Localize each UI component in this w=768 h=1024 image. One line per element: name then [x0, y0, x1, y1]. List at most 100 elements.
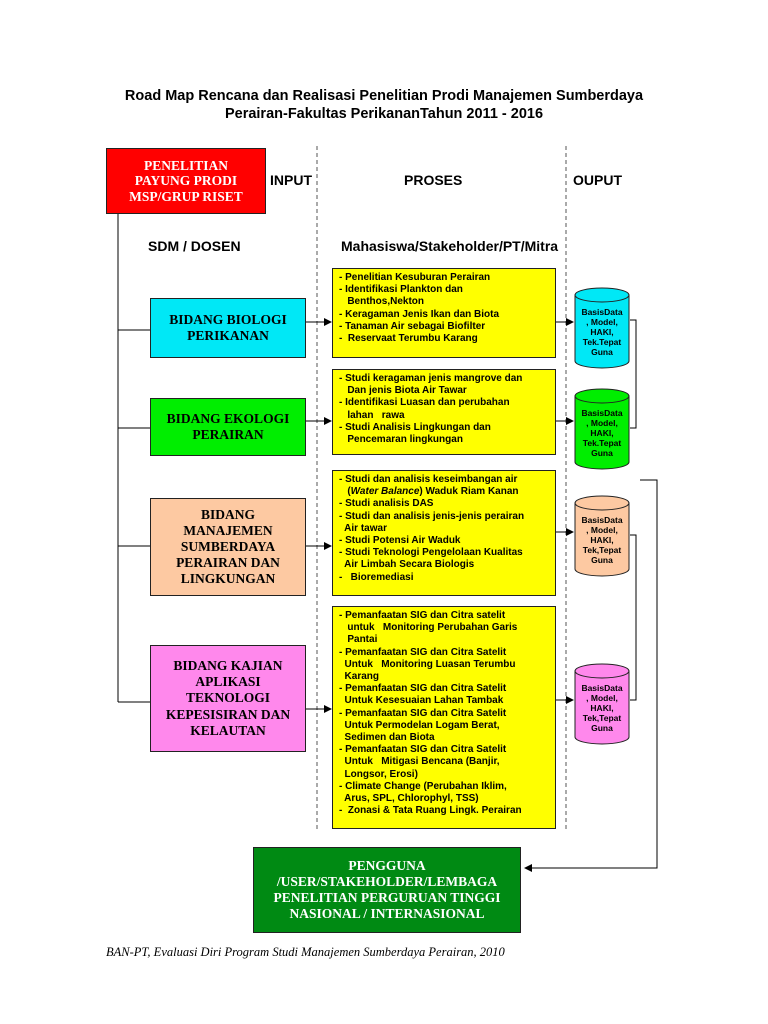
output-label-line: HAKI,: [590, 535, 614, 545]
text-line: - Keragaman Jenis Ikan dan Biota: [339, 308, 500, 320]
text-line: LINGKUNGAN: [180, 571, 276, 587]
database-cylinder-icon: [574, 495, 630, 577]
text-line: - Climate Change (Perubahan Iklim,: [339, 780, 507, 792]
diagram-title-line-2: Perairan-Fakultas PerikananTahun 2011 - …: [224, 106, 544, 122]
text-line: Pencemaran lingkungan: [339, 434, 463, 446]
text-line: TEKNOLOGI: [185, 690, 271, 706]
text-line: Untuk Monitoring Luasan Terumbu: [339, 658, 516, 670]
output-label-line: , Model,: [586, 418, 618, 428]
output-link-3: [524, 479, 658, 872]
text-line: NASIONAL / INTERNASIONAL: [289, 906, 485, 922]
output-label-line: BasisData: [581, 307, 623, 317]
output-label-line: HAKI,: [590, 703, 614, 713]
payung-prodi-box: PENELITIAN PAYUNG PRODI MSP/GRUP RISET: [106, 148, 266, 214]
text-line: Arus, SPL, Chlorophyl, TSS): [339, 793, 479, 805]
output-link-2: [630, 534, 637, 701]
text-line: BIDANG EKOLOGI: [166, 410, 290, 426]
text-line: - Studi analisis DAS: [339, 498, 434, 510]
text-line: PERAIRAN DAN: [176, 555, 280, 571]
database-cylinder-icon: [574, 663, 630, 745]
text-line: lahan rawa: [339, 409, 405, 421]
proses-box-biologi: - Penelitian Kesuburan Perairan- Identif…: [332, 268, 556, 358]
text-line: Untuk Kesesuaian Lahan Tambak: [339, 695, 504, 707]
text-line: Longsor, Erosi): [339, 768, 418, 780]
text-line: - Pemanfaatan SIG dan Citra Satelit: [339, 744, 507, 756]
text-line: Air Limbah Secara Biologis: [339, 559, 475, 571]
output-label-line: Tek,Tepat: [582, 713, 622, 723]
output-label-line: Guna: [591, 347, 613, 357]
text-line: /USER/STAKEHOLDER/LEMBAGA: [276, 873, 498, 889]
text-line: Benthos,Nekton: [339, 296, 425, 308]
output-label-line: BasisData: [581, 408, 623, 418]
text-line: - Bioremediasi: [339, 571, 414, 583]
text-line: Untuk Mitigasi Bencana (Banjir,: [339, 756, 500, 768]
output-label-line: , Model,: [586, 693, 618, 703]
text-line: Air tawar: [339, 522, 387, 534]
text-line: SUMBERDAYA: [180, 538, 276, 554]
output-label-line: Guna: [591, 448, 613, 458]
header-sdm-dosen: SDM / DOSEN: [148, 238, 241, 254]
text-line: - Tanaman Air sebagai Biofilter: [339, 320, 486, 332]
diagram-title-line-1: Road Map Rencana dan Realisasi Penelitia…: [124, 88, 644, 104]
proses-box-ekologi: - Studi keragaman jenis mangrove dan Dan…: [332, 369, 556, 455]
text-line: Sedimen dan Biota: [339, 732, 435, 744]
text-line: Untuk Permodelan Logam Berat,: [339, 719, 500, 731]
text-line: - Studi Analisis Lingkungan dan: [339, 421, 491, 433]
header-proses: PROSES: [404, 172, 463, 188]
text-line: - Pemanfaatan SIG dan Citra Satelit: [339, 683, 507, 695]
text-line: untuk Monitoring Perubahan Garis: [339, 622, 518, 634]
output-label-line: Guna: [591, 723, 613, 733]
text-line: PENGGUNA: [348, 857, 426, 873]
payung-line-2: PAYUNG PRODI: [134, 173, 238, 189]
text-line: - Studi dan analisis keseimbangan air: [339, 474, 518, 485]
proses-box-manajemen: - Studi dan analisis keseimbangan air (W…: [332, 470, 556, 596]
text-line: PENELITIAN PERGURUAN TINGGI: [273, 890, 501, 905]
text-line: - Studi Potensi Air Waduk: [339, 535, 461, 547]
text-line: - Pemanfaatan SIG dan Citra Satelit: [339, 707, 507, 719]
output-label-line: Tek.Tepat: [582, 337, 622, 347]
output-label-line: BasisData: [581, 515, 623, 525]
text-line: - Identifikasi Plankton dan: [339, 284, 463, 296]
output-label-line: , Model,: [586, 525, 618, 535]
output-link-1: [630, 319, 637, 429]
text-line: KELAUTAN: [190, 722, 266, 738]
proses-box-kajian: - Pemanfaatan SIG dan Citra satelit untu…: [332, 606, 556, 829]
text-line: BIDANG: [200, 506, 255, 522]
text-line: (Water Balance) Waduk Riam Kanan: [339, 486, 519, 498]
text-line: - Pemanfaatan SIG dan Citra satelit: [339, 610, 506, 621]
text-line: PERAIRAN: [192, 427, 264, 442]
output-label-line: Guna: [591, 555, 613, 565]
text-line: - Studi keragaman jenis mangrove dan: [339, 373, 523, 384]
text-line: Karang: [339, 671, 380, 683]
database-cylinder-icon: [574, 388, 630, 470]
text-line: - Reservaat Terumbu Karang: [339, 333, 478, 345]
text-line: BIDANG KAJIAN: [173, 658, 283, 674]
output-label-line: HAKI,: [590, 327, 614, 337]
text-line: - Studi Teknologi Pengelolaan Kualitas: [339, 547, 523, 559]
text-line: - Zonasi & Tata Ruang Lingk. Perairan: [339, 805, 522, 817]
text-line: - Pemanfaatan SIG dan Citra Satelit: [339, 646, 507, 658]
text-line: APLIKASI: [195, 674, 261, 690]
text-line: Pantai: [339, 634, 378, 646]
output-label-line: Tek,Tepat: [582, 545, 622, 555]
source-footer: BAN-PT, Evaluasi Diri Program Studi Mana…: [106, 945, 505, 959]
